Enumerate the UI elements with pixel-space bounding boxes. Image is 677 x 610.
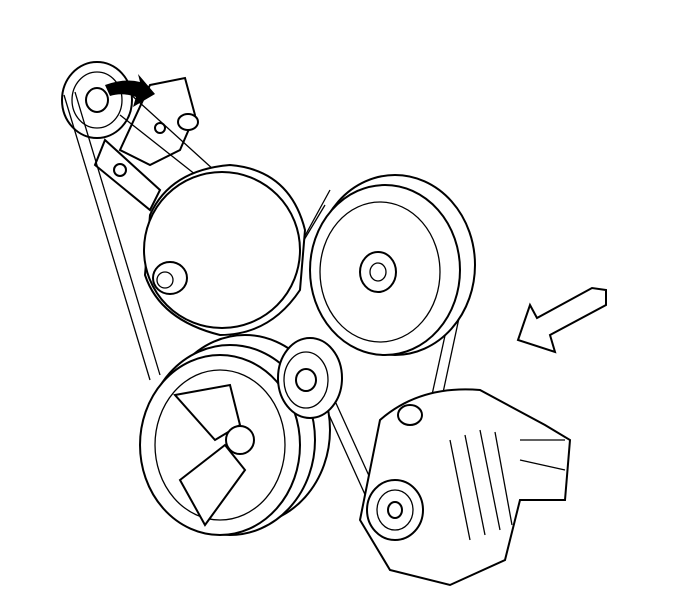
rotation-arrow-icon xyxy=(105,74,155,107)
crankshaft-balancer xyxy=(139,334,331,536)
upper-pulley xyxy=(309,174,476,356)
view-direction-arrow-icon xyxy=(516,286,607,354)
power-steering-pulley xyxy=(143,163,307,337)
generator xyxy=(358,388,572,587)
idler-pulley xyxy=(277,337,343,419)
belt-tensioner xyxy=(61,61,199,212)
